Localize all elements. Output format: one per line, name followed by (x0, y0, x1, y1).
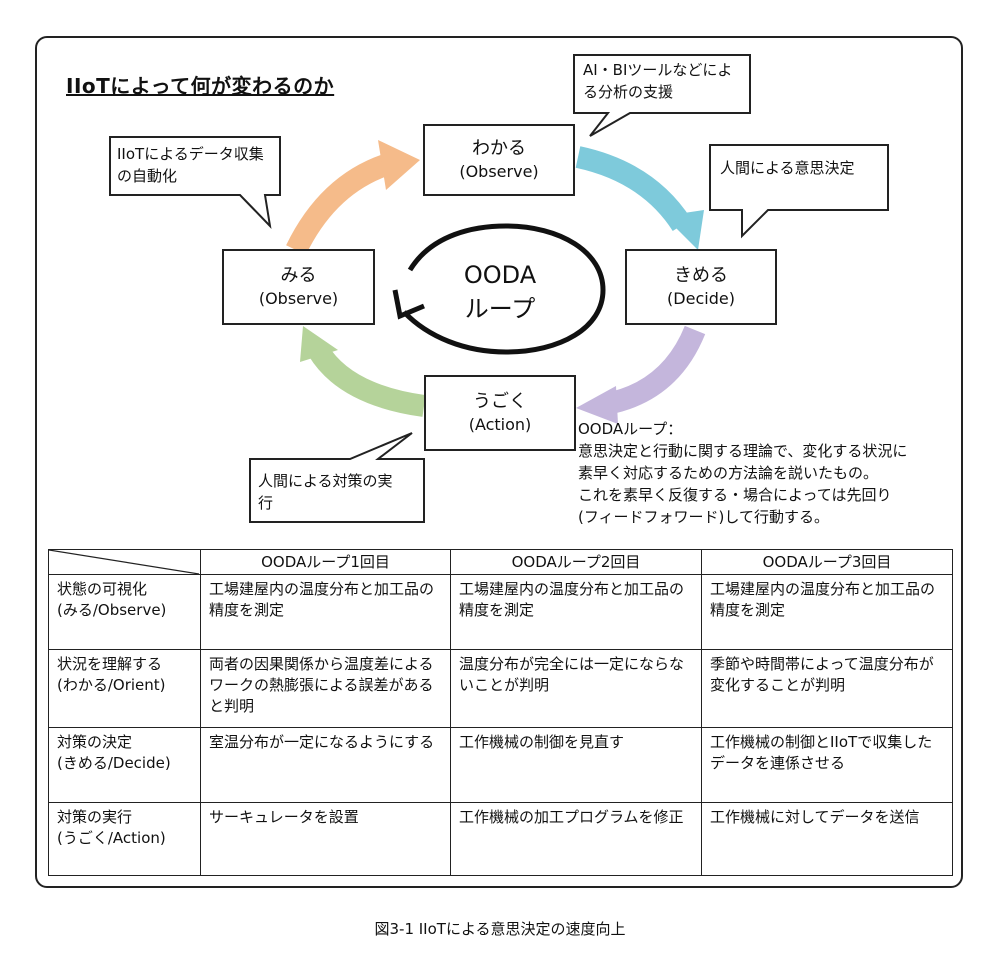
row-label: 状態の可視化 (みる/Observe) (48, 574, 201, 650)
figure-caption: 図3-1 IIoTによる意思決定の速度向上 (374, 920, 626, 938)
table-cell: 工作機械の加工プログラムを修正 (450, 802, 702, 876)
table-cell: 季節や時間帯によって温度分布が変化することが判明 (701, 649, 953, 728)
node-kimeru-label: きめる (674, 265, 728, 286)
center-loop-arrowhead (392, 289, 425, 320)
node-miru-sub: (Observe) (258, 289, 339, 308)
arrow-act-to-observe (308, 343, 426, 417)
table-header-iteration-3: OODAループ3回目 (701, 549, 953, 575)
table-cell: 工作機械に対してデータを送信 (701, 802, 953, 876)
node-wakaru-label: わかる (472, 138, 526, 159)
table-row: 状況を理解する (わかる/Orient) 両者の因果関係から温度差によるワークの… (48, 649, 953, 728)
row-label: 状況を理解する (わかる/Orient) (48, 649, 201, 728)
callout-ai-bi-line2: る分析の支援 (583, 83, 674, 101)
table-header-iteration-2: OODAループ2回目 (450, 549, 702, 575)
ooda-center-line2: ループ (464, 295, 536, 323)
arrowhead-orient-to-decide (664, 210, 704, 250)
row-label-main: 状況を理解する (57, 655, 163, 673)
ooda-note-line: (フィードフォワード)して行動する。 (578, 508, 829, 526)
table-cell: 温度分布が完全には一定にならないことが判明 (450, 649, 702, 728)
row-label-sub: (みる/Observe) (57, 601, 167, 619)
callout-iiot-bubble (109, 136, 281, 229)
arrow-observe-to-orient (286, 151, 399, 255)
node-ugoku-label: うごく (473, 391, 527, 412)
row-label-sub: (きめる/Decide) (57, 754, 171, 772)
figure-frame (35, 36, 963, 888)
table-corner-cell (48, 549, 201, 575)
row-label: 対策の決定 (きめる/Decide) (48, 727, 201, 803)
callout-human-action-bubble (249, 432, 425, 523)
ooda-center-label: OODA ループ (430, 258, 570, 326)
callout-human-action-line1: 人間による対策の実 (258, 472, 393, 490)
callout-human-decide-text: 人間による意思決定 (720, 157, 855, 179)
arrow-decide-to-act (603, 325, 706, 415)
node-kimeru-sub: (Decide) (667, 289, 735, 308)
ooda-iterations-table: OODAループ1回目 OODAループ2回目 OODAループ3回目 状態の可視化 … (48, 549, 953, 876)
row-label-main: 対策の実行 (57, 808, 133, 826)
arrowhead-observe-to-orient (378, 140, 420, 190)
ooda-note-line: 意思決定と行動に関する理論で、変化する状況に (578, 442, 908, 460)
table-corner-diagonal (49, 550, 199, 574)
table-cell: 工場建屋内の温度分布と加工品の精度を測定 (450, 574, 702, 650)
row-label-main: 状態の可視化 (57, 580, 148, 598)
node-miru-label: みる (280, 265, 317, 286)
table-cell: 室温分布が一定になるようにする (200, 727, 451, 803)
row-label: 対策の実行 (うごく/Action) (48, 802, 201, 876)
ooda-note: OODAループ： 意思決定と行動に関する理論で、変化する状況に 素早く対応するた… (578, 418, 963, 528)
row-label-main: 対策の決定 (57, 733, 133, 751)
table-cell: サーキュレータを設置 (200, 802, 451, 876)
ooda-note-heading: OODAループ： (578, 420, 683, 438)
callout-ai-bi-line1: AI・BIツールなどによ (583, 61, 733, 79)
callout-human-action-line2: 行 (258, 494, 274, 512)
callout-iiot-line2: の自動化 (117, 167, 178, 185)
callout-human-action-text: 人間による対策の実 行 (258, 470, 393, 514)
table-cell: 工作機械の制御を見直す (450, 727, 702, 803)
ooda-note-line: これを素早く反復する・場合によっては先回り (578, 486, 892, 504)
node-wakaru-sub: (Observe) (459, 162, 539, 181)
center-loop-arrow (402, 223, 606, 355)
table-row: 状態の可視化 (みる/Observe) 工場建屋内の温度分布と加工品の精度を測定… (48, 574, 953, 650)
node-miru-observe: みる (Observe) (222, 249, 375, 325)
callout-iiot-text: IIoTによるデータ収集 の自動化 (117, 143, 264, 187)
page-title: IIoTによって何が変わるのか (66, 74, 335, 98)
ooda-center-line1: OODA (463, 261, 537, 289)
table-cell: 工作機械の制御とIIoTで収集したデータを連係させる (701, 727, 953, 803)
row-label-sub: (うごく/Action) (57, 829, 166, 847)
row-label-sub: (わかる/Orient) (57, 676, 166, 694)
table-cell: 両者の因果関係から温度差によるワークの熱膨張による誤差があると判明 (200, 649, 451, 728)
callout-human-decide-line1: 人間による意思決定 (720, 159, 855, 177)
callout-iiot-line1: IIoTによるデータ収集 (117, 145, 264, 163)
node-ugoku-sub: (Action) (468, 415, 532, 434)
callout-ai-bi-text: AI・BIツールなどによ る分析の支援 (583, 59, 732, 103)
table-header-row: OODAループ1回目 OODAループ2回目 OODAループ3回目 (48, 549, 953, 575)
arrowhead-decide-to-act (576, 386, 618, 424)
node-ugoku-action: うごく (Action) (424, 375, 576, 451)
table-cell: 工場建屋内の温度分布と加工品の精度を測定 (701, 574, 953, 650)
table-row: 対策の決定 (きめる/Decide) 室温分布が一定になるようにする 工作機械の… (48, 727, 953, 803)
table-row: 対策の実行 (うごく/Action) サーキュレータを設置 工作機械の加工プログ… (48, 802, 953, 876)
node-wakaru-observe: わかる (Observe) (423, 124, 575, 196)
arrowhead-act-to-observe (300, 326, 338, 362)
callout-human-decide-bubble (709, 144, 889, 239)
table-cell: 工場建屋内の温度分布と加工品の精度を測定 (200, 574, 451, 650)
table-header-iteration-1: OODAループ1回目 (200, 549, 451, 575)
ooda-note-line: 素早く対応するための方法論を説いたもの。 (578, 464, 879, 482)
node-kimeru-decide: きめる (Decide) (625, 249, 777, 325)
callout-ai-bi-bubble (573, 54, 751, 137)
arrow-orient-to-decide (575, 146, 692, 232)
